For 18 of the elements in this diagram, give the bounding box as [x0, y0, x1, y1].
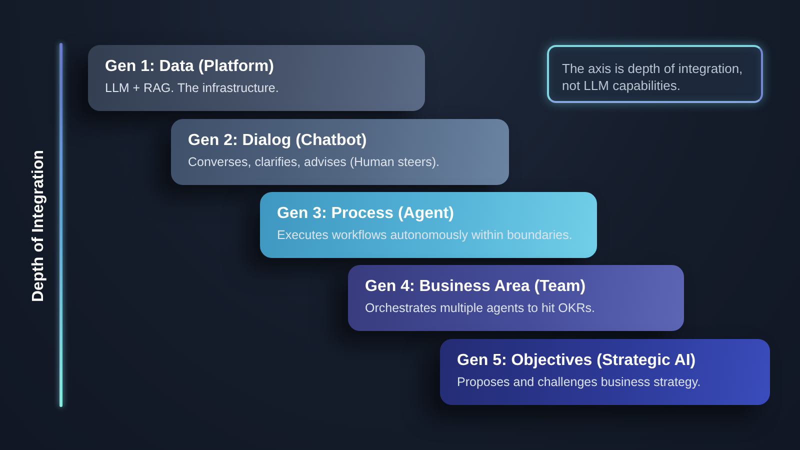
stage-heading: Gen 2: Dialog (Chatbot) [188, 131, 368, 151]
stage-description: Orchestrates multiple agents to hit OKRs. [365, 300, 596, 316]
stage-card [348, 265, 684, 331]
stage-card [260, 192, 597, 258]
stage-description: Converses, clarifies, advises (Human steers). [188, 154, 440, 170]
note-card [547, 45, 763, 103]
stage-heading: Gen 3: Process (Agent) [277, 204, 455, 224]
stage-card [440, 339, 770, 405]
stage-heading: Gen 5: Objectives (Strategic AI) [457, 351, 697, 371]
stage-description: Executes workflows autonomously within boundaries. [277, 227, 574, 243]
stage-card [171, 119, 509, 185]
stage-heading: Gen 1: Data (Platform) [105, 57, 275, 77]
stage-description: LLM + RAG. The infrastructure. [105, 80, 280, 96]
stage-card [88, 45, 425, 111]
stage-heading: Gen 4: Business Area (Team) [365, 277, 587, 297]
stage-description: Proposes and challenges business strategy. [457, 374, 702, 390]
axis-label: Depth of Integration [30, 150, 48, 302]
note-text: The axis is depth of integration, not LLM capabilities. [562, 60, 744, 94]
